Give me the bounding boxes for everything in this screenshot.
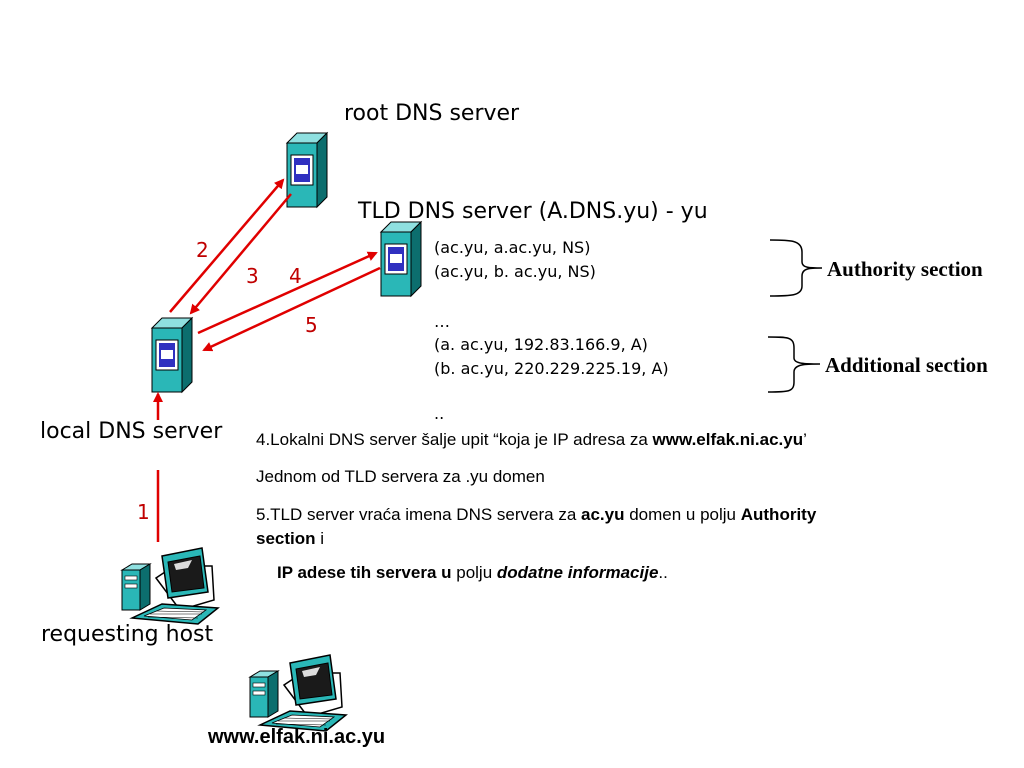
paragraph-additional-bold: IP adese tih servera u — [277, 563, 452, 582]
paragraph-query-text: 4.Lokalni DNS server šalje upit “koja je… — [256, 430, 653, 449]
tld-server-label: TLD DNS server (A.DNS.yu) - yu — [358, 199, 708, 224]
local-server-icon — [151, 317, 193, 393]
authority-brace — [769, 239, 823, 297]
additional-brace — [767, 336, 821, 393]
requesting-host-computer-icon — [121, 547, 219, 625]
authority-record-list: (ac.yu, a.ac.yu, NS) (ac.yu, b. ac.yu, N… — [434, 236, 596, 284]
paragraph-tld: Jednom od TLD servera za .yu domen — [256, 467, 545, 486]
requesting-host-label: requesting host — [41, 622, 214, 647]
additional-record: (a. ac.yu, 192.83.166.9, A) — [434, 335, 648, 354]
additional-record-list: (a. ac.yu, 192.83.166.9, A) (b. ac.yu, 2… — [434, 333, 669, 381]
paragraph-query-end: ’ — [803, 430, 807, 449]
paragraph-response-section: section — [256, 529, 316, 548]
authority-record: (ac.yu, b. ac.yu, NS) — [434, 262, 596, 281]
arrow-step-3 — [189, 193, 292, 315]
arrow-step-2 — [169, 178, 285, 313]
ellipsis-top: … — [434, 312, 450, 331]
root-server-icon — [286, 132, 328, 208]
tld-server-icon — [380, 221, 422, 297]
target-host-computer-icon — [249, 654, 347, 732]
step-number-4: 4 — [289, 264, 302, 288]
ellipsis-bottom: .. — [434, 404, 445, 423]
paragraph-response: 5.TLD server vraća imena DNS servera za … — [256, 505, 817, 548]
arrow-step-5 — [202, 266, 381, 352]
paragraph-additional-italic: dodatne informacije — [496, 563, 659, 582]
local-server-label: local DNS server — [40, 419, 223, 444]
step-number-2: 2 — [196, 238, 209, 262]
paragraph-additional: IP adese tih servera u polju dodatne inf… — [277, 563, 668, 582]
paragraph-query: 4.Lokalni DNS server šalje upit “koja je… — [256, 430, 807, 450]
additional-section-label: Additional section — [825, 353, 988, 377]
step-number-5: 5 — [305, 313, 318, 337]
paragraph-query-domain: www.elfak.ni.ac.yu — [652, 430, 804, 449]
authority-section-label: Authority section — [827, 257, 983, 281]
target-host-label: www.elfak.ni.ac.yu — [208, 726, 386, 748]
paragraph-response-domain: ac.yu — [581, 505, 625, 524]
additional-record: (b. ac.yu, 220.229.225.19, A) — [434, 359, 669, 378]
paragraph-response-authority: Authority — [740, 505, 817, 524]
root-server-label: root DNS server — [344, 101, 520, 126]
step-number-3: 3 — [246, 264, 259, 288]
step-number-1: 1 — [137, 500, 150, 524]
arrow-step-4 — [197, 251, 378, 335]
authority-record: (ac.yu, a.ac.yu, NS) — [434, 238, 591, 257]
